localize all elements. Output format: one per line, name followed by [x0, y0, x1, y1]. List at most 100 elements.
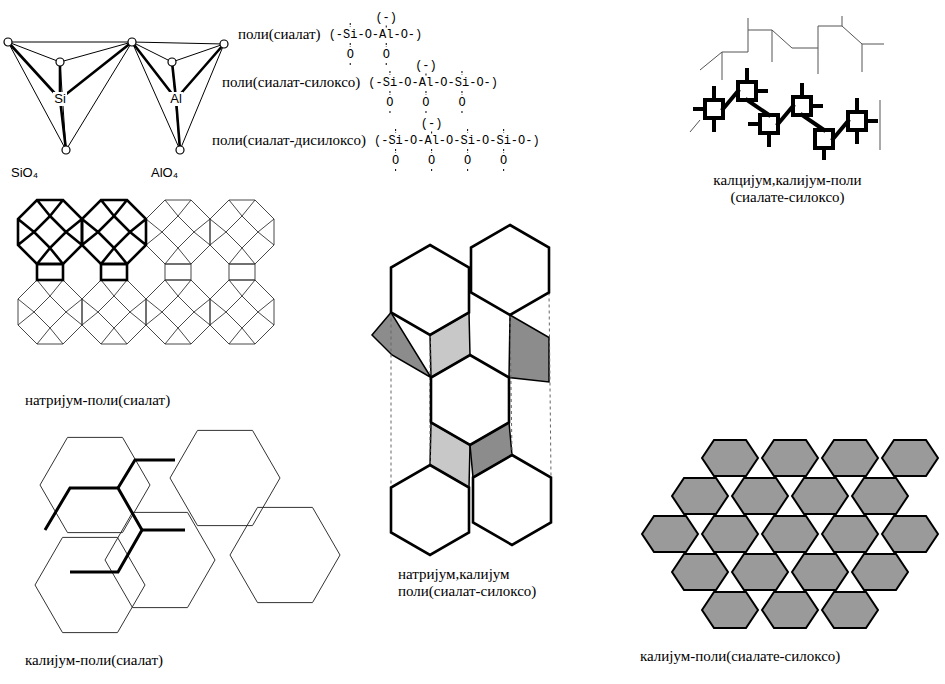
bond-dash: [431, 149, 432, 153]
tetrahedra-part-part: [128, 38, 136, 46]
grey-hexagon-sheet-part: [792, 554, 848, 590]
framework-lattice-part-part: [690, 100, 880, 150]
charge-mark: (-): [421, 117, 443, 131]
tetrahedra-part: [8, 42, 224, 150]
tetrahedra-part-part: [176, 146, 184, 154]
hexagonal-layers-part-part: [118, 460, 185, 530]
hexagonal-layers-part-part: [230, 507, 340, 602]
chain-formula: (-Si-O-Al-O-Si-O-): [368, 76, 498, 90]
oxygen-atom: O: [422, 96, 429, 110]
grey-hexagon-sheet-part: [762, 592, 818, 628]
grey-hexagon-sheet-part: [822, 516, 878, 552]
sodalite-cages-part-part: [37, 264, 63, 280]
framework-lattice: [690, 16, 884, 158]
tetrahedra-part-part: [132, 42, 224, 150]
framework-lattice-part-part: [738, 82, 756, 100]
bond-dash: [389, 111, 390, 114]
sodalite-cages-part-part: [210, 280, 274, 344]
sodalite-cages-part-part: [146, 200, 210, 264]
bond-dash: [425, 91, 426, 95]
sodalite-cages-part-part: [18, 200, 82, 264]
cage-framework-part: [391, 293, 551, 488]
cage-framework: [372, 225, 551, 555]
chain-formula: (-Si-O-Al-O-): [329, 28, 423, 42]
sodalite-cages-part-part: [18, 280, 82, 344]
sodalite-cages-part: [18, 200, 146, 280]
charge-mark: (-): [375, 11, 397, 25]
bond-dash: [425, 74, 426, 76]
hexagonal-layers-part-part: [45, 488, 142, 572]
hexagonal-layers-part: [35, 430, 340, 632]
grey-hexagon-sheet-part: [762, 516, 818, 552]
tetrahedra-part-part: [8, 42, 132, 150]
framework-lattice-part-part: [700, 26, 884, 70]
cage-framework-part-part: [509, 315, 549, 382]
tetrahedra-part-part: [220, 40, 228, 48]
framework-lattice-part-part: [722, 16, 862, 80]
hexagonal-layers-part: [45, 460, 185, 572]
bond-dash: [389, 71, 390, 75]
tetrahedra-part-part: [132, 42, 224, 150]
bond-dash: [467, 129, 468, 133]
bond-dash: [503, 169, 504, 172]
structure-caption: калијум-поли(сиалате-силоксо): [640, 648, 840, 665]
grey-hexagon-sheet: [642, 440, 938, 628]
bond-dash: [386, 43, 387, 47]
bond-dash: [461, 111, 462, 114]
tetrahedra-part-part: [56, 58, 64, 66]
cage-framework-part-part: [431, 355, 509, 445]
grey-hexagon-sheet-part: [762, 440, 818, 476]
bond-dash: [350, 63, 351, 66]
tetrahedra-part: [4, 38, 228, 154]
cage-framework-part: [372, 313, 549, 478]
hexagonal-layers: [35, 430, 340, 632]
cage-framework-part-part: [471, 225, 549, 315]
framework-lattice-part-part: [848, 112, 866, 130]
structure-caption: калијум-поли(сиалат): [25, 652, 163, 669]
bond-dash: [503, 129, 504, 133]
framework-lattice-part-part: [760, 115, 778, 133]
tetrahedra-part-part: [8, 42, 132, 150]
hexagonal-layers-part-part: [170, 430, 280, 525]
grey-hexagon-sheet-part: [702, 592, 758, 628]
bond-dash: [431, 132, 432, 134]
atom-label: Si: [53, 92, 67, 107]
oxygen-atom: O: [458, 96, 465, 110]
structure-caption: натријум-поли(сиалат): [25, 392, 170, 409]
grey-hexagon-sheet-part: [642, 516, 698, 552]
oxygen-atom: O: [428, 154, 435, 168]
oxygen-atom: O: [392, 154, 399, 168]
cage-framework-part-part: [473, 455, 551, 545]
bond-dash: [395, 149, 396, 153]
chain-formula: (-Si-O-Al-O-Si-O-Si-O-): [374, 134, 540, 148]
tetrahedra-part-part: [62, 146, 70, 154]
grey-hexagon-sheet-part: [792, 478, 848, 514]
grey-hexagon-sheet-part: [732, 478, 788, 514]
grey-hexagon-sheet-part: [672, 478, 728, 514]
bond-dash: [461, 71, 462, 75]
framework-lattice-part: [695, 70, 876, 158]
grey-hexagon-sheet-part: [852, 554, 908, 590]
bond-dash: [386, 63, 387, 66]
framework-lattice-part-part: [815, 130, 833, 148]
framework-lattice-part-part: [723, 91, 848, 139]
hexagonal-layers-part-part: [40, 437, 150, 532]
cage-framework-part-part: [391, 245, 469, 335]
sodalite-cages-part-part: [82, 280, 146, 344]
cage-framework-part-part: [391, 465, 469, 555]
bond-dash: [461, 91, 462, 95]
structure-name: поли(сиалат): [238, 26, 321, 43]
oxygen-atom: O: [500, 154, 507, 168]
bond-dash: [425, 111, 426, 114]
cage-framework-part-part: [391, 293, 551, 488]
bond-dash: [389, 91, 390, 95]
framework-lattice-part-part: [695, 70, 876, 158]
cage-framework-part: [391, 225, 551, 555]
grey-hexagon-sheet-part: [672, 554, 728, 590]
grey-hexagon-sheet-part: [732, 554, 788, 590]
cage-framework-part: [430, 313, 470, 488]
sodalite-cages: [18, 200, 274, 344]
tetrahedra-part: [8, 42, 224, 150]
framework-lattice-part: [690, 16, 884, 150]
